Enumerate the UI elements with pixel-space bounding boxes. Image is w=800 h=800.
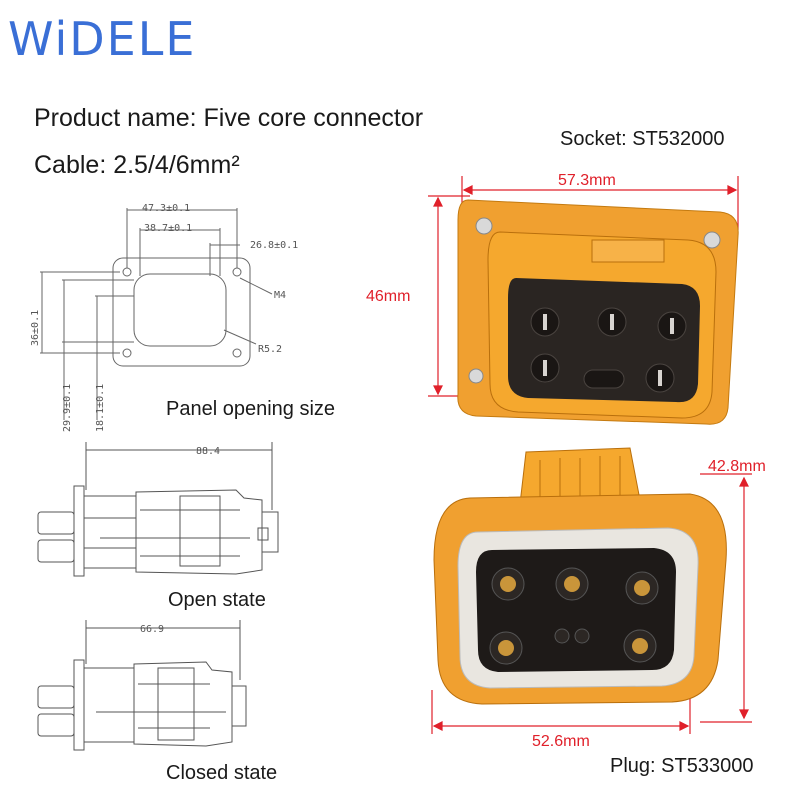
dim-mid-height: 29.9±0.1 bbox=[62, 384, 73, 432]
open-caption: Open state bbox=[168, 589, 266, 611]
open-state-drawing: 88.4 bbox=[37, 442, 279, 577]
product-name: Product name: Five core connector bbox=[34, 104, 424, 132]
dim-inner-width: 26.8±0.1 bbox=[250, 240, 298, 251]
plug-width-dim: 52.6mm bbox=[532, 733, 590, 750]
panel-opening-drawing: 47.3±0.1 38.7±0.1 26.8±0.1 M4 R5.2 36±0.… bbox=[30, 203, 298, 432]
cable-spec: Cable: 2.5/4/6mm² bbox=[34, 151, 240, 179]
open-length: 88.4 bbox=[196, 446, 220, 457]
dim-mid-width: 38.7±0.1 bbox=[144, 223, 192, 234]
socket-height-dim: 46mm bbox=[366, 288, 411, 305]
closed-caption: Closed state bbox=[166, 762, 278, 784]
screw-label: M4 bbox=[274, 290, 286, 301]
plug-illustration bbox=[431, 447, 752, 734]
closed-state-drawing: 66.9 bbox=[37, 620, 247, 751]
closed-length: 66.9 bbox=[140, 624, 164, 635]
plug-model: Plug: ST533000 bbox=[610, 755, 754, 777]
dim-outer-height: 36±0.1 bbox=[30, 310, 41, 346]
dim-inner-height: 18.1±0.1 bbox=[95, 384, 106, 432]
brand-logo: WiDELE bbox=[8, 12, 197, 66]
socket-illustration bbox=[428, 176, 739, 425]
socket-model: Socket: ST532000 bbox=[560, 128, 725, 150]
plug-height-dim: 42.8mm bbox=[708, 458, 766, 475]
socket-width-dim: 57.3mm bbox=[558, 172, 616, 189]
radius-label: R5.2 bbox=[258, 344, 282, 355]
panel-caption: Panel opening size bbox=[166, 398, 336, 420]
dim-outer-width: 47.3±0.1 bbox=[142, 203, 190, 214]
